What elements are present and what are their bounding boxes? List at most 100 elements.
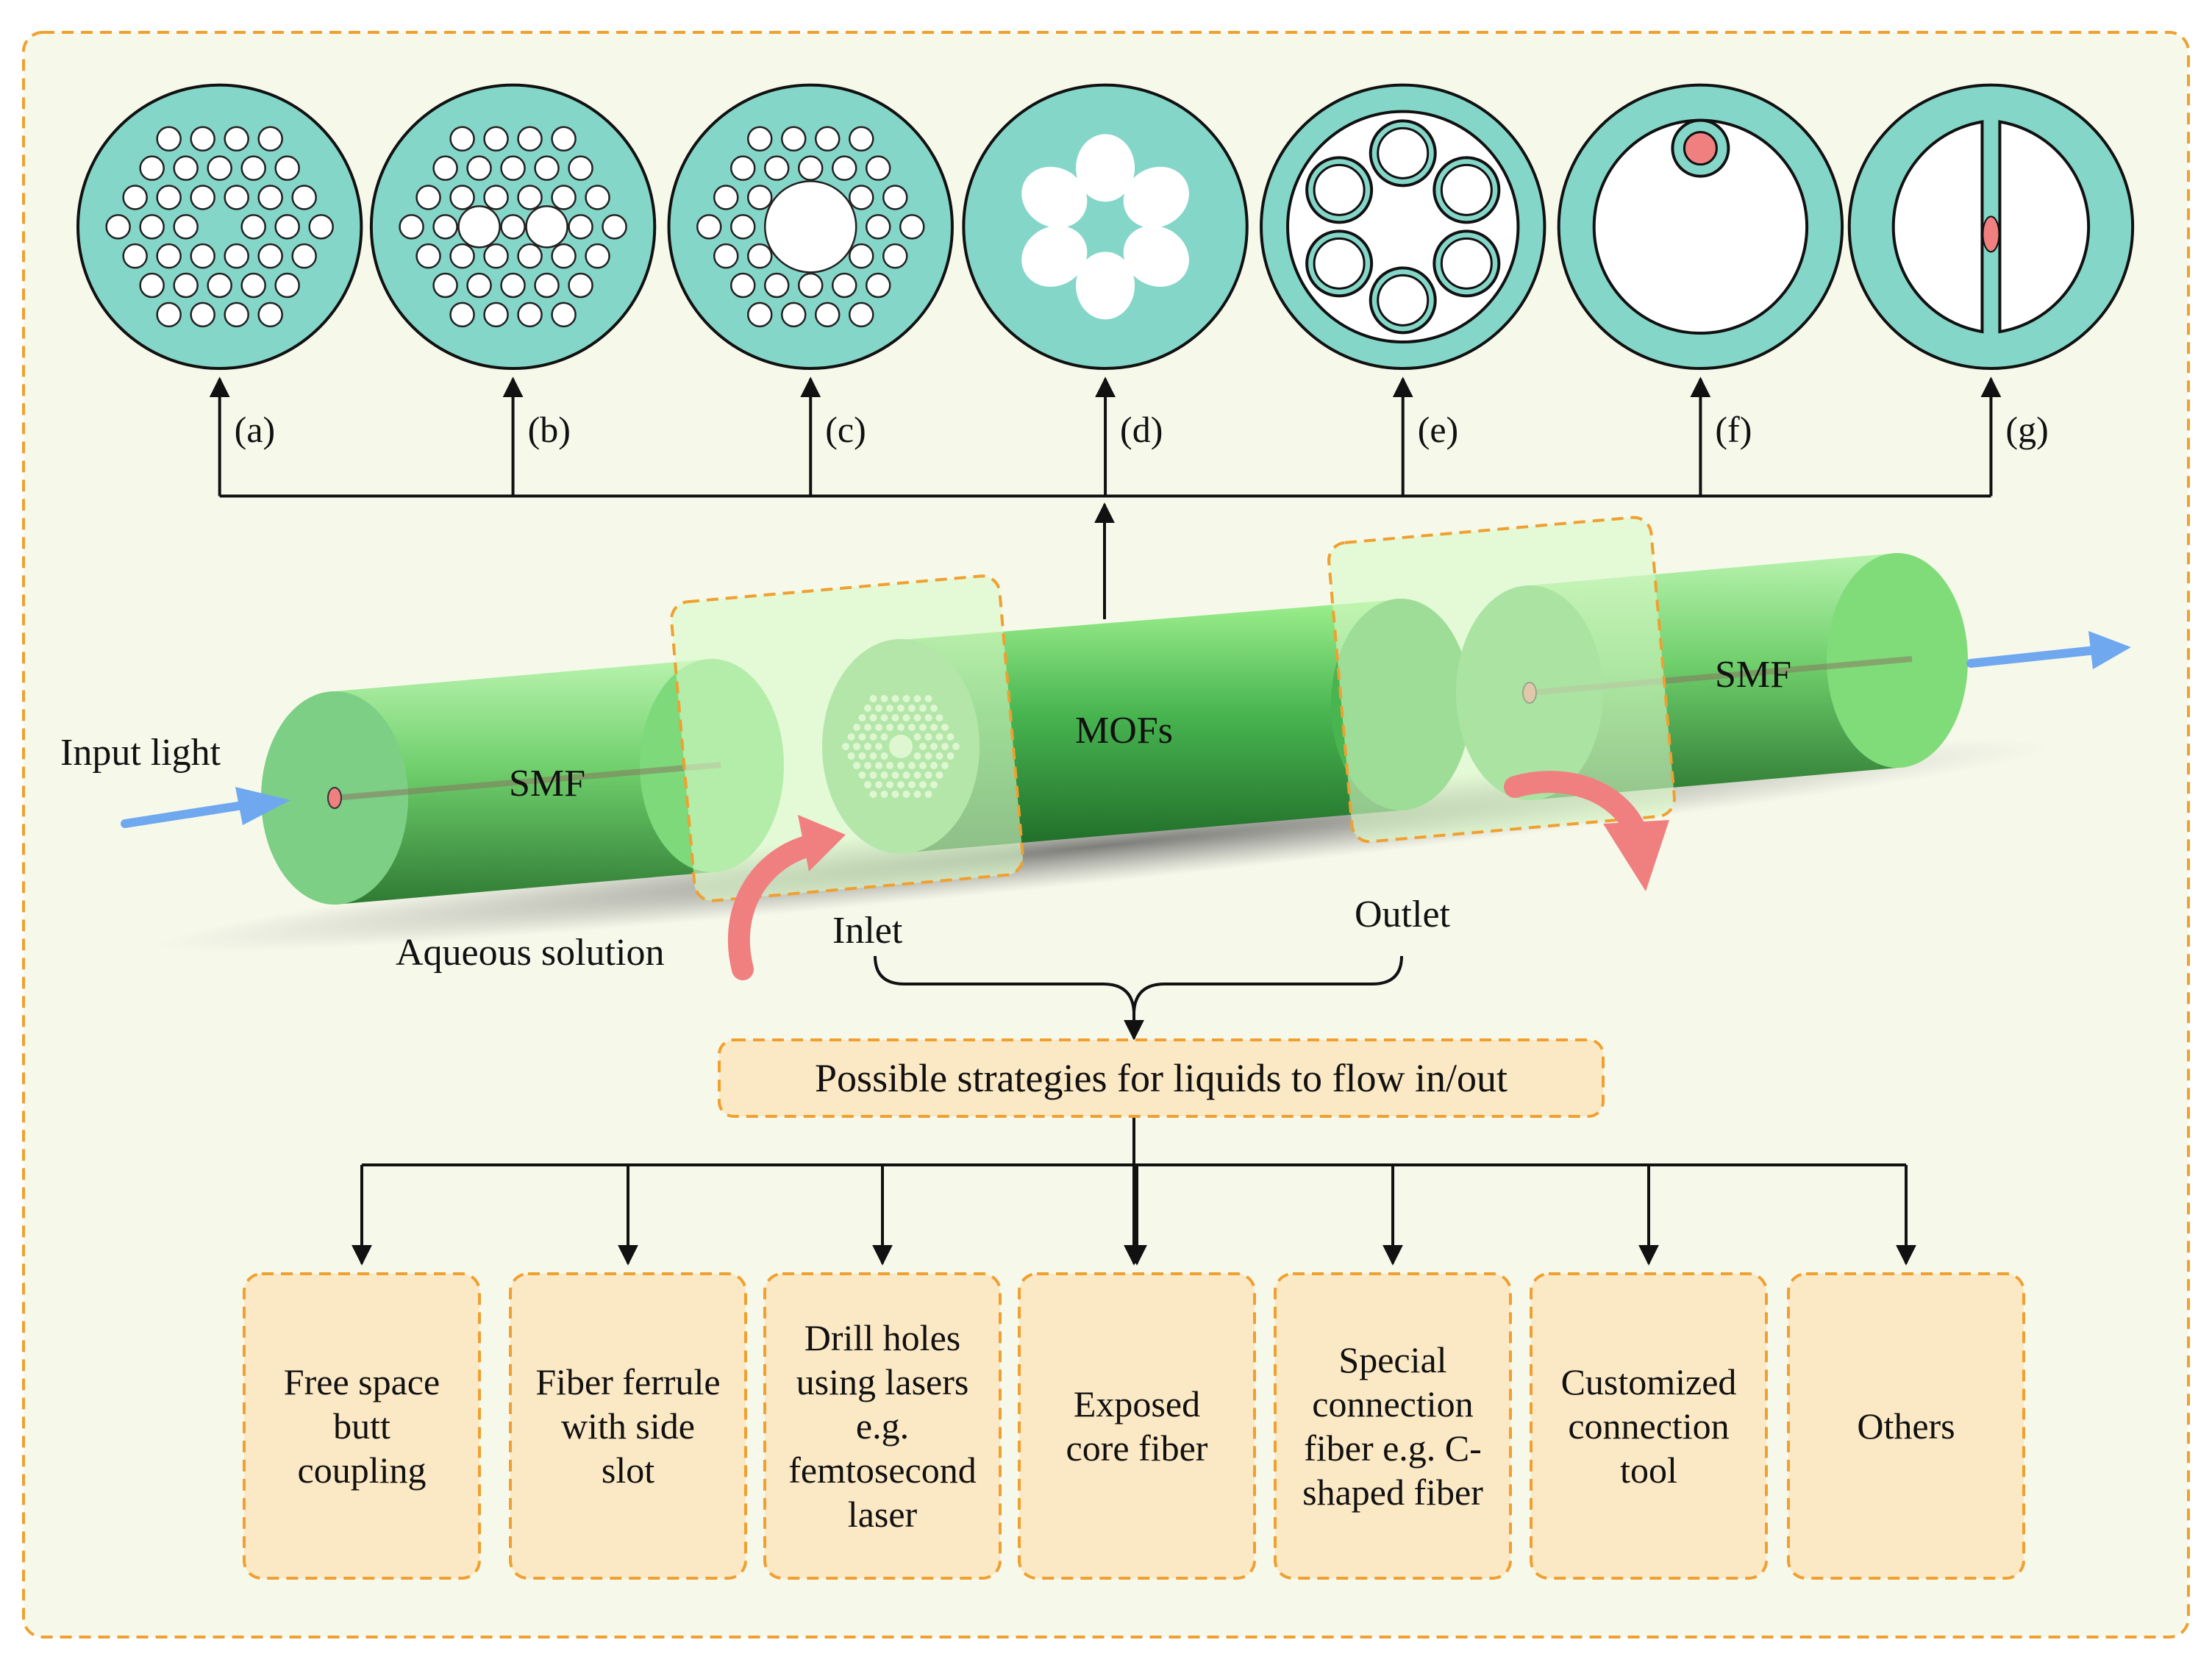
strategy-label: Special connection fiber e.g. C- shaped … [1302,1339,1483,1513]
mofs-label: MOFs [1075,710,1173,752]
cross-section-label: (g) [2005,409,2048,450]
cross-section-a [76,83,363,371]
air-hole [190,185,215,210]
air-hole [585,243,610,269]
air-hole [190,243,215,269]
air-hole [713,243,739,269]
outlet-flow-arrowhead [1603,820,1669,891]
air-hole [240,214,266,240]
input-light-arrowhead [235,787,290,825]
air-hole [399,214,424,240]
air-hole [729,214,756,240]
strategy-label: Fiber ferrule with side slot [535,1361,721,1491]
cross-section-row [76,83,2135,371]
air-hole [449,243,475,269]
air-hole [780,126,807,152]
air-hole [224,243,249,269]
air-hole [746,243,773,269]
inlet-junction-box [670,574,1024,902]
air-hole [224,302,249,328]
air-hole [449,126,475,152]
cross-section-g [1847,83,2135,371]
cross-section-c [667,83,954,371]
air-hole [291,243,317,269]
core-hole [457,205,501,249]
air-hole [224,126,249,152]
air-hole [831,155,857,181]
air-hole [763,272,790,299]
strategy-title-box [718,1038,1605,1118]
core-hole [525,205,568,249]
wall-core [1982,215,2000,253]
cross-section-label: (c) [825,409,866,450]
strategy-boxes [243,1272,2025,1580]
air-hole [848,126,874,152]
suspended-hole [1123,166,1189,228]
input-light-arrow [121,801,247,828]
air-hole [483,185,509,210]
cross-section-label: (d) [1120,409,1163,450]
air-hole [173,272,199,299]
air-hole [568,155,593,181]
air-hole [432,155,458,181]
air-hole [517,126,543,152]
air-hole [746,185,773,210]
air-hole [308,214,334,240]
air-hole [240,155,266,181]
air-hole [551,185,577,210]
air-hole [257,185,283,210]
air-hole [173,214,199,240]
air-hole [517,185,543,210]
air-hole [568,214,593,240]
air-hole [899,214,925,240]
air-hole [746,302,773,328]
cross-section-label: (f) [1715,409,1752,450]
strategy-box [509,1272,747,1580]
air-hole [882,243,908,269]
suspended-hole [1021,166,1088,228]
air-hole [814,126,841,152]
air-hole [865,155,891,181]
tube-bore [1377,274,1430,327]
strategy-box [1787,1272,2025,1580]
air-hole [156,302,182,328]
air-hole [156,243,182,269]
tube-bore [1440,237,1493,290]
air-hole [882,185,908,210]
smf-left-core [327,787,342,809]
cross-section-e [1260,83,1546,371]
air-hole [551,126,577,152]
cross-section-b [369,83,657,371]
air-hole [105,214,131,240]
air-hole [831,272,857,299]
air-hole [466,155,492,181]
outlet-label: Outlet [1355,894,1451,935]
strategy-label: Others [1857,1405,1955,1447]
air-hole [466,272,492,299]
suspended-hole [1021,225,1088,287]
air-hole [207,155,232,181]
air-hole [156,185,182,210]
air-hole [122,185,148,210]
air-hole [449,185,475,210]
air-hole [432,214,458,240]
air-hole [291,185,317,210]
suspended-hole [1076,252,1135,320]
air-hole [274,155,300,181]
air-hole [483,243,509,269]
air-hole [729,272,756,299]
suspended-hole [1076,134,1135,202]
air-hole [415,243,441,269]
air-hole [139,155,165,181]
fiber-cladding [962,83,1249,371]
cross-section-label: (a) [235,409,276,450]
air-hole [156,126,182,152]
air-hole [274,272,300,299]
air-hole [713,185,739,210]
hollow-core [763,180,857,274]
air-hole [190,302,215,328]
outlet-junction-box [1327,516,1676,844]
air-hole [763,155,790,181]
strategy-title: Possible strategies for liquids to flow … [815,1056,1508,1100]
